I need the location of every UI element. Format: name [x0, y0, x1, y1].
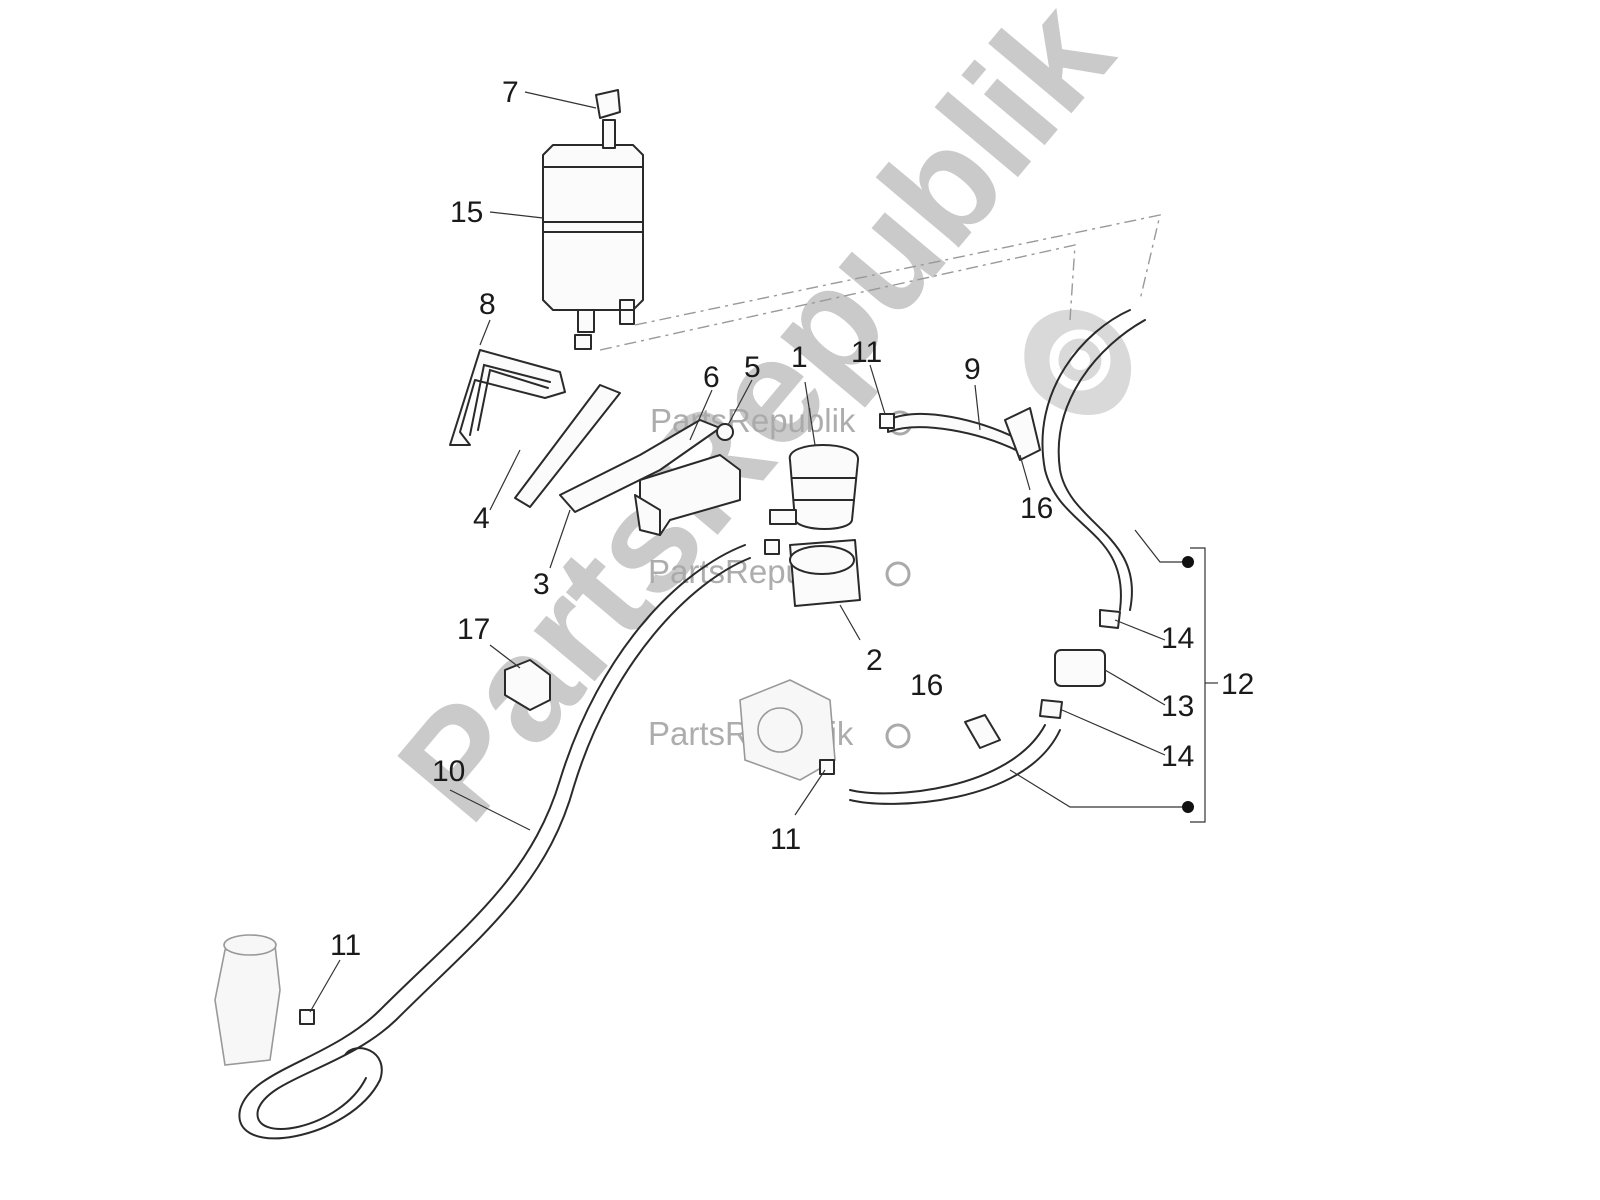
- callout-11-top: 11: [851, 336, 882, 369]
- part-valve-17: [504, 659, 551, 711]
- connection-lines: [599, 214, 1161, 351]
- part-hose-9: [887, 407, 1041, 461]
- callout-10: 10: [432, 755, 465, 788]
- part-hose-10: [238, 544, 751, 1140]
- watermark-gear-icon: [885, 561, 911, 587]
- part-bracket-plate: [514, 384, 621, 508]
- callout-14-bottom: 14: [1161, 740, 1194, 773]
- callout-1: 1: [791, 341, 808, 374]
- callout-13: 13: [1161, 690, 1194, 723]
- part-nut: [716, 423, 734, 441]
- part-intake: [214, 934, 281, 1066]
- part-check-valve: [1039, 609, 1121, 719]
- callout-9: 9: [964, 353, 981, 386]
- callout-11-left: 11: [330, 929, 361, 962]
- callout-6: 6: [703, 361, 720, 394]
- watermark-gear-logo: [1024, 309, 1132, 415]
- watermark-gear-icon: [885, 723, 911, 749]
- callout-16-top: 16: [1020, 492, 1053, 525]
- callout-7: 7: [502, 76, 519, 109]
- callout-11-bottom: 11: [770, 823, 801, 856]
- callout-5: 5: [744, 351, 761, 384]
- part-filter: [769, 444, 860, 530]
- callout-4: 4: [473, 502, 490, 535]
- leader-lines: [309, 91, 1166, 1013]
- watermark-row-2: PartsRepublik: [648, 553, 911, 590]
- callout-2: 2: [866, 644, 883, 677]
- part-hose-12: [849, 309, 1146, 805]
- part-clips: [299, 413, 895, 1025]
- callout-8: 8: [479, 288, 496, 321]
- callout-16-mid: 16: [910, 669, 943, 702]
- callout-12: 12: [1221, 668, 1254, 701]
- callout-17: 17: [457, 613, 490, 646]
- part-canister: [542, 119, 644, 350]
- callout-labels: 7 15 8 6 5 1 11 9 4 16 3 17 2 14 16 12 1…: [330, 76, 1254, 962]
- part-grommet: [964, 714, 1001, 749]
- callout-3: 3: [533, 568, 550, 601]
- part-rubber-strap: [449, 349, 566, 446]
- callout-15: 15: [450, 196, 483, 229]
- callout-14-top: 14: [1161, 622, 1194, 655]
- part-clamp-ring: [789, 539, 861, 607]
- part-cap: [595, 89, 621, 119]
- group-bracket-12: [1009, 529, 1218, 823]
